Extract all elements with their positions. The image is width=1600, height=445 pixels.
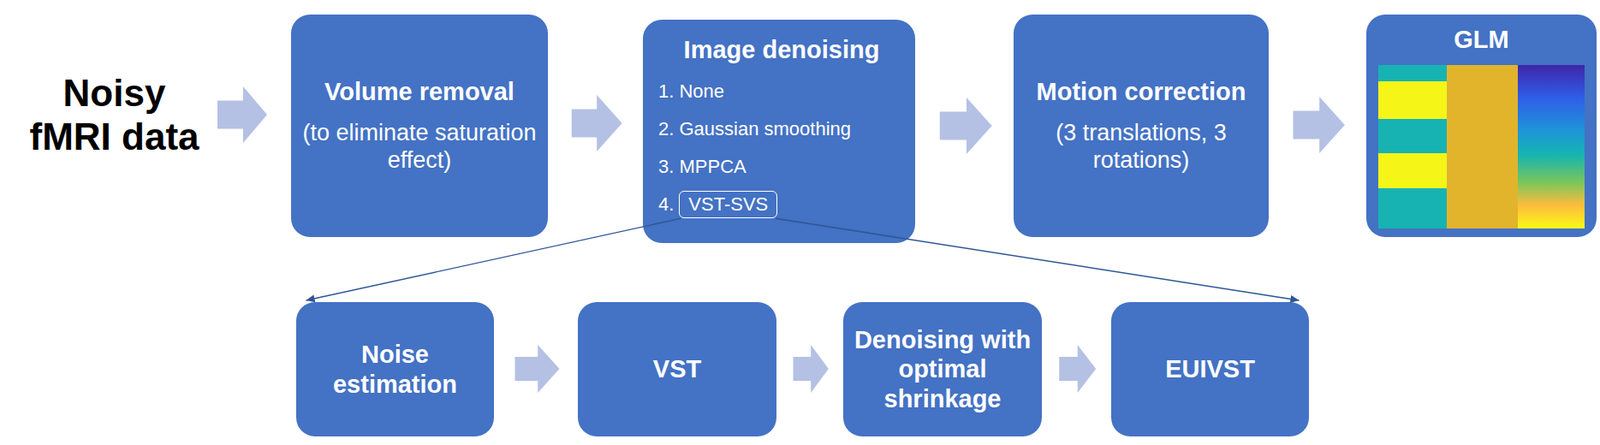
node-title: Volume removal [324,77,515,106]
drift-column [1517,65,1585,229]
node-text: (to eliminate saturation effect) [302,119,536,173]
connector-line [775,218,1299,301]
text-row: (3 translations, 3 rotations) [1023,119,1259,175]
node-title: VST [653,355,702,383]
node-text: (3 translations, 3 rotations) [1055,119,1227,173]
node-title: GLM [1453,25,1509,54]
node-title: Image denoising [684,35,881,64]
process-box: EUIVST [1111,302,1309,437]
block-arrow [939,97,993,155]
constant-column [1446,65,1518,229]
regressor-stripe [1378,153,1447,189]
text-row: Volume removal [324,77,515,107]
block-arrow [1058,344,1096,393]
node-text: 1. None [658,80,725,103]
process-box: Motion correction (3 translations, 3 rota… [1013,14,1269,238]
node-text: 3. MPPCA [658,155,747,179]
node-title: VST-SVS [688,193,768,215]
design-matrix [1378,65,1585,229]
connector [939,97,993,155]
node-text: 2. Gaussian smoothing [658,118,851,141]
block-arrow [571,95,623,152]
connector [793,344,829,393]
text-row: 3. MPPCA [658,148,747,186]
regressor-stripe [1378,81,1447,119]
text-row: 4. VST-SVS [658,185,778,224]
text-row: Image denoising [684,35,881,65]
node-title: EUIVST [1165,355,1256,383]
process-box: Volume removal (to eliminate saturation e… [291,14,548,238]
text-row: 2. Gaussian smoothing [658,110,851,149]
input-label: Noisy fMRI data [22,71,207,159]
text-row: VST-SVS [688,193,768,216]
process-box: Image denoising 1. None 2. Gaussian smooth… [642,19,916,244]
block-arrow [793,344,829,393]
node-title: Noise estimation [333,340,458,398]
regressor-stripe [1378,65,1447,82]
node-title: Denoising with optimal shrinkage [854,326,1031,412]
connector [515,344,560,393]
input-block-arrow [217,86,268,143]
connector [1058,344,1096,393]
process-box: VST [577,302,777,437]
text-row: 1. None [658,72,725,111]
regressor-stripe [1378,118,1447,154]
text-row: VST [653,354,702,384]
connector-line [306,218,682,301]
process-box: Noise estimation [296,302,494,437]
block-arrow [515,344,560,393]
text-row: Noise estimation [306,339,484,399]
connector [1293,96,1345,154]
method-tag: VST-SVS [678,190,778,219]
node-title: Motion correction [1036,77,1247,106]
arrowhead [1290,295,1300,304]
text-row: GLM [1453,24,1509,54]
arrowhead [306,294,316,303]
connector [571,95,623,152]
text-row: EUIVST [1165,354,1256,384]
connector [306,218,682,303]
text-row: (to eliminate saturation effect) [301,119,538,175]
regressor-stripe [1378,188,1447,229]
block-arrow [1293,96,1345,154]
node-text: 4. [658,193,674,216]
process-box: Denoising with optimal shrinkage [843,302,1042,437]
text-row: Motion correction [1036,77,1247,107]
connector [775,218,1299,304]
text-row: Denoising with optimal shrinkage [853,325,1032,414]
